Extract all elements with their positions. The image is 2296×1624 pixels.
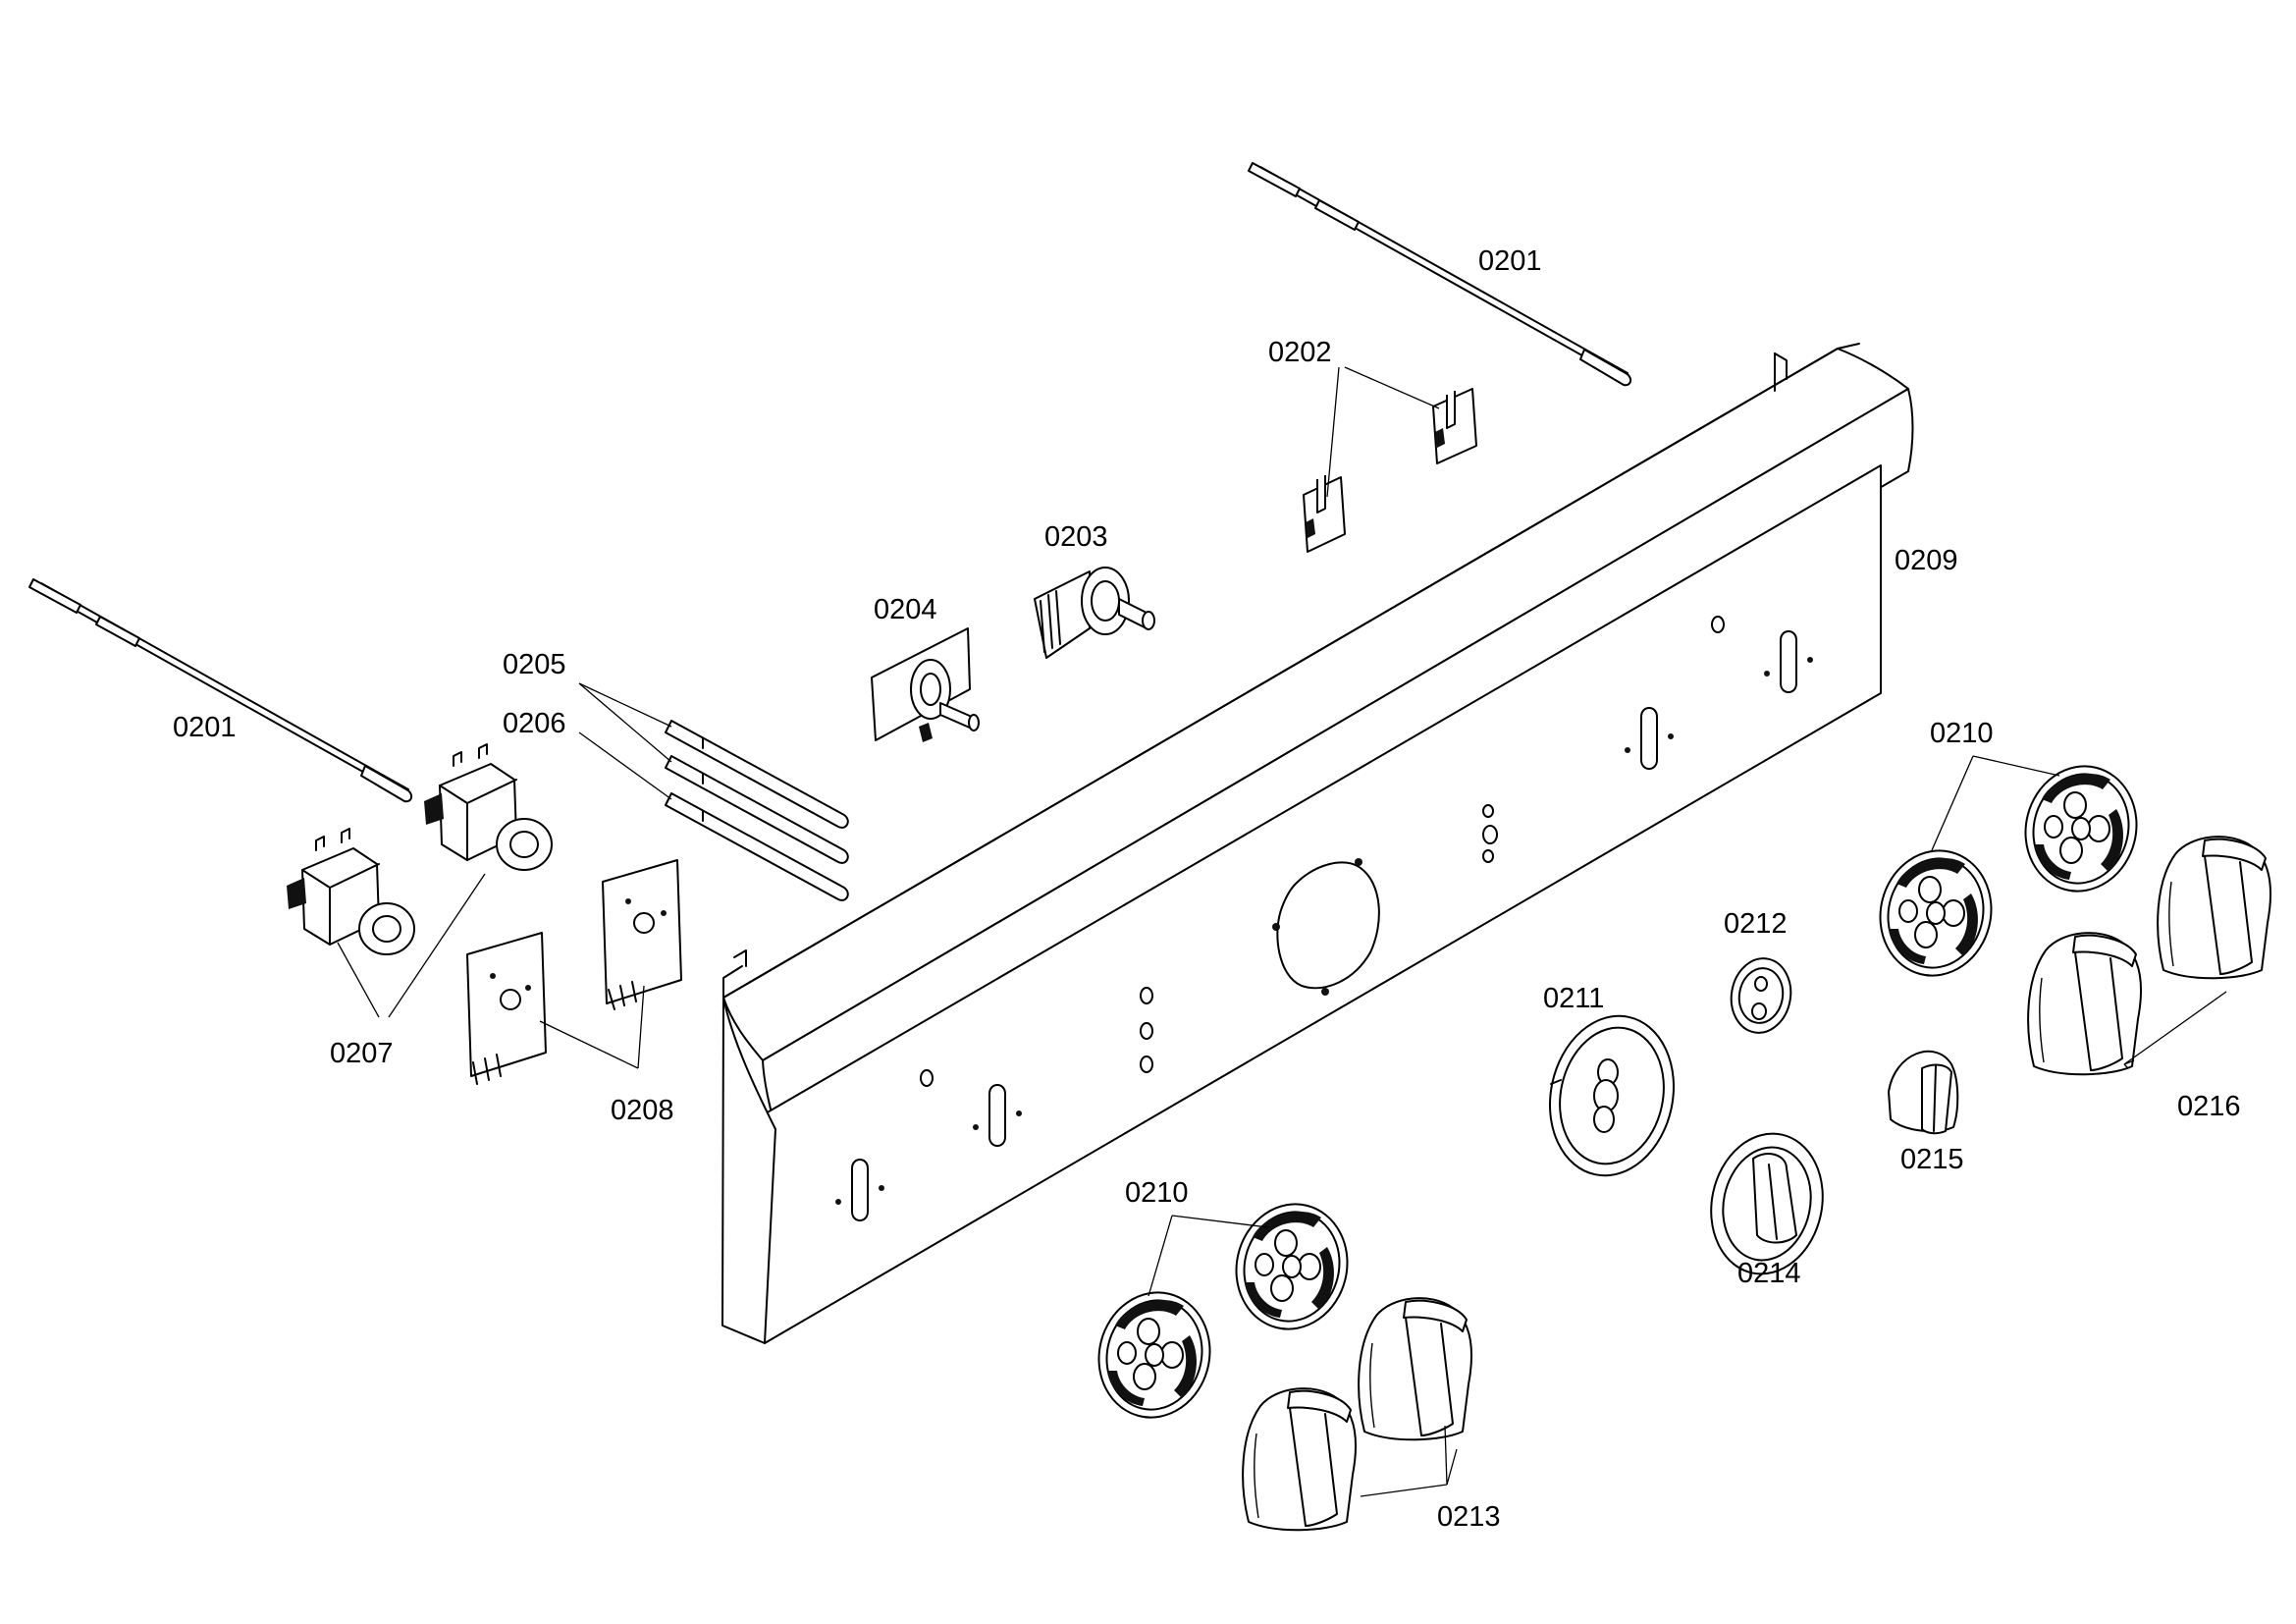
label-0205: 0205	[503, 649, 566, 680]
label-0214: 0214	[1737, 1258, 1801, 1289]
solenoid-valve-0207	[287, 743, 553, 955]
thermostat-0203	[1034, 567, 1155, 659]
label-0206: 0206	[503, 708, 566, 739]
part-labels: 0201 0202 0203 0204 0201 0205 0206 0207 …	[173, 245, 2241, 1533]
timer-bezel-0211	[1549, 1014, 1675, 1177]
small-knob-0215	[1888, 1050, 1959, 1135]
label-0213: 0213	[1437, 1501, 1501, 1533]
label-0216: 0216	[2177, 1091, 2241, 1122]
label-0212: 0212	[1724, 908, 1788, 940]
control-panel-0209	[721, 343, 1914, 1344]
timer-knob-0214	[1710, 1132, 1824, 1275]
heating-rods-0205-0206	[665, 720, 849, 901]
capillary-tube-left-0201	[28, 578, 413, 803]
label-0208: 0208	[611, 1095, 674, 1126]
label-0211: 0211	[1543, 983, 1604, 1014]
leader-lines	[337, 366, 2227, 1497]
selector-switch-0204	[871, 627, 980, 742]
small-bezel-0212	[1730, 957, 1792, 1034]
label-0201-right: 0201	[1478, 245, 1542, 277]
label-0210-right: 0210	[1930, 718, 1994, 749]
label-0210-bottom: 0210	[1125, 1177, 1189, 1209]
label-0207: 0207	[330, 1038, 394, 1069]
label-0204: 0204	[874, 594, 937, 625]
label-0209: 0209	[1895, 545, 1958, 576]
label-0203: 0203	[1044, 521, 1108, 553]
label-0215: 0215	[1900, 1144, 1964, 1175]
energy-regulator-0208	[466, 859, 682, 1085]
microswitch-0202	[1303, 388, 1477, 553]
label-0201-left: 0201	[173, 712, 237, 743]
label-0202: 0202	[1268, 337, 1332, 368]
control-knob-0213	[1242, 1297, 1472, 1532]
